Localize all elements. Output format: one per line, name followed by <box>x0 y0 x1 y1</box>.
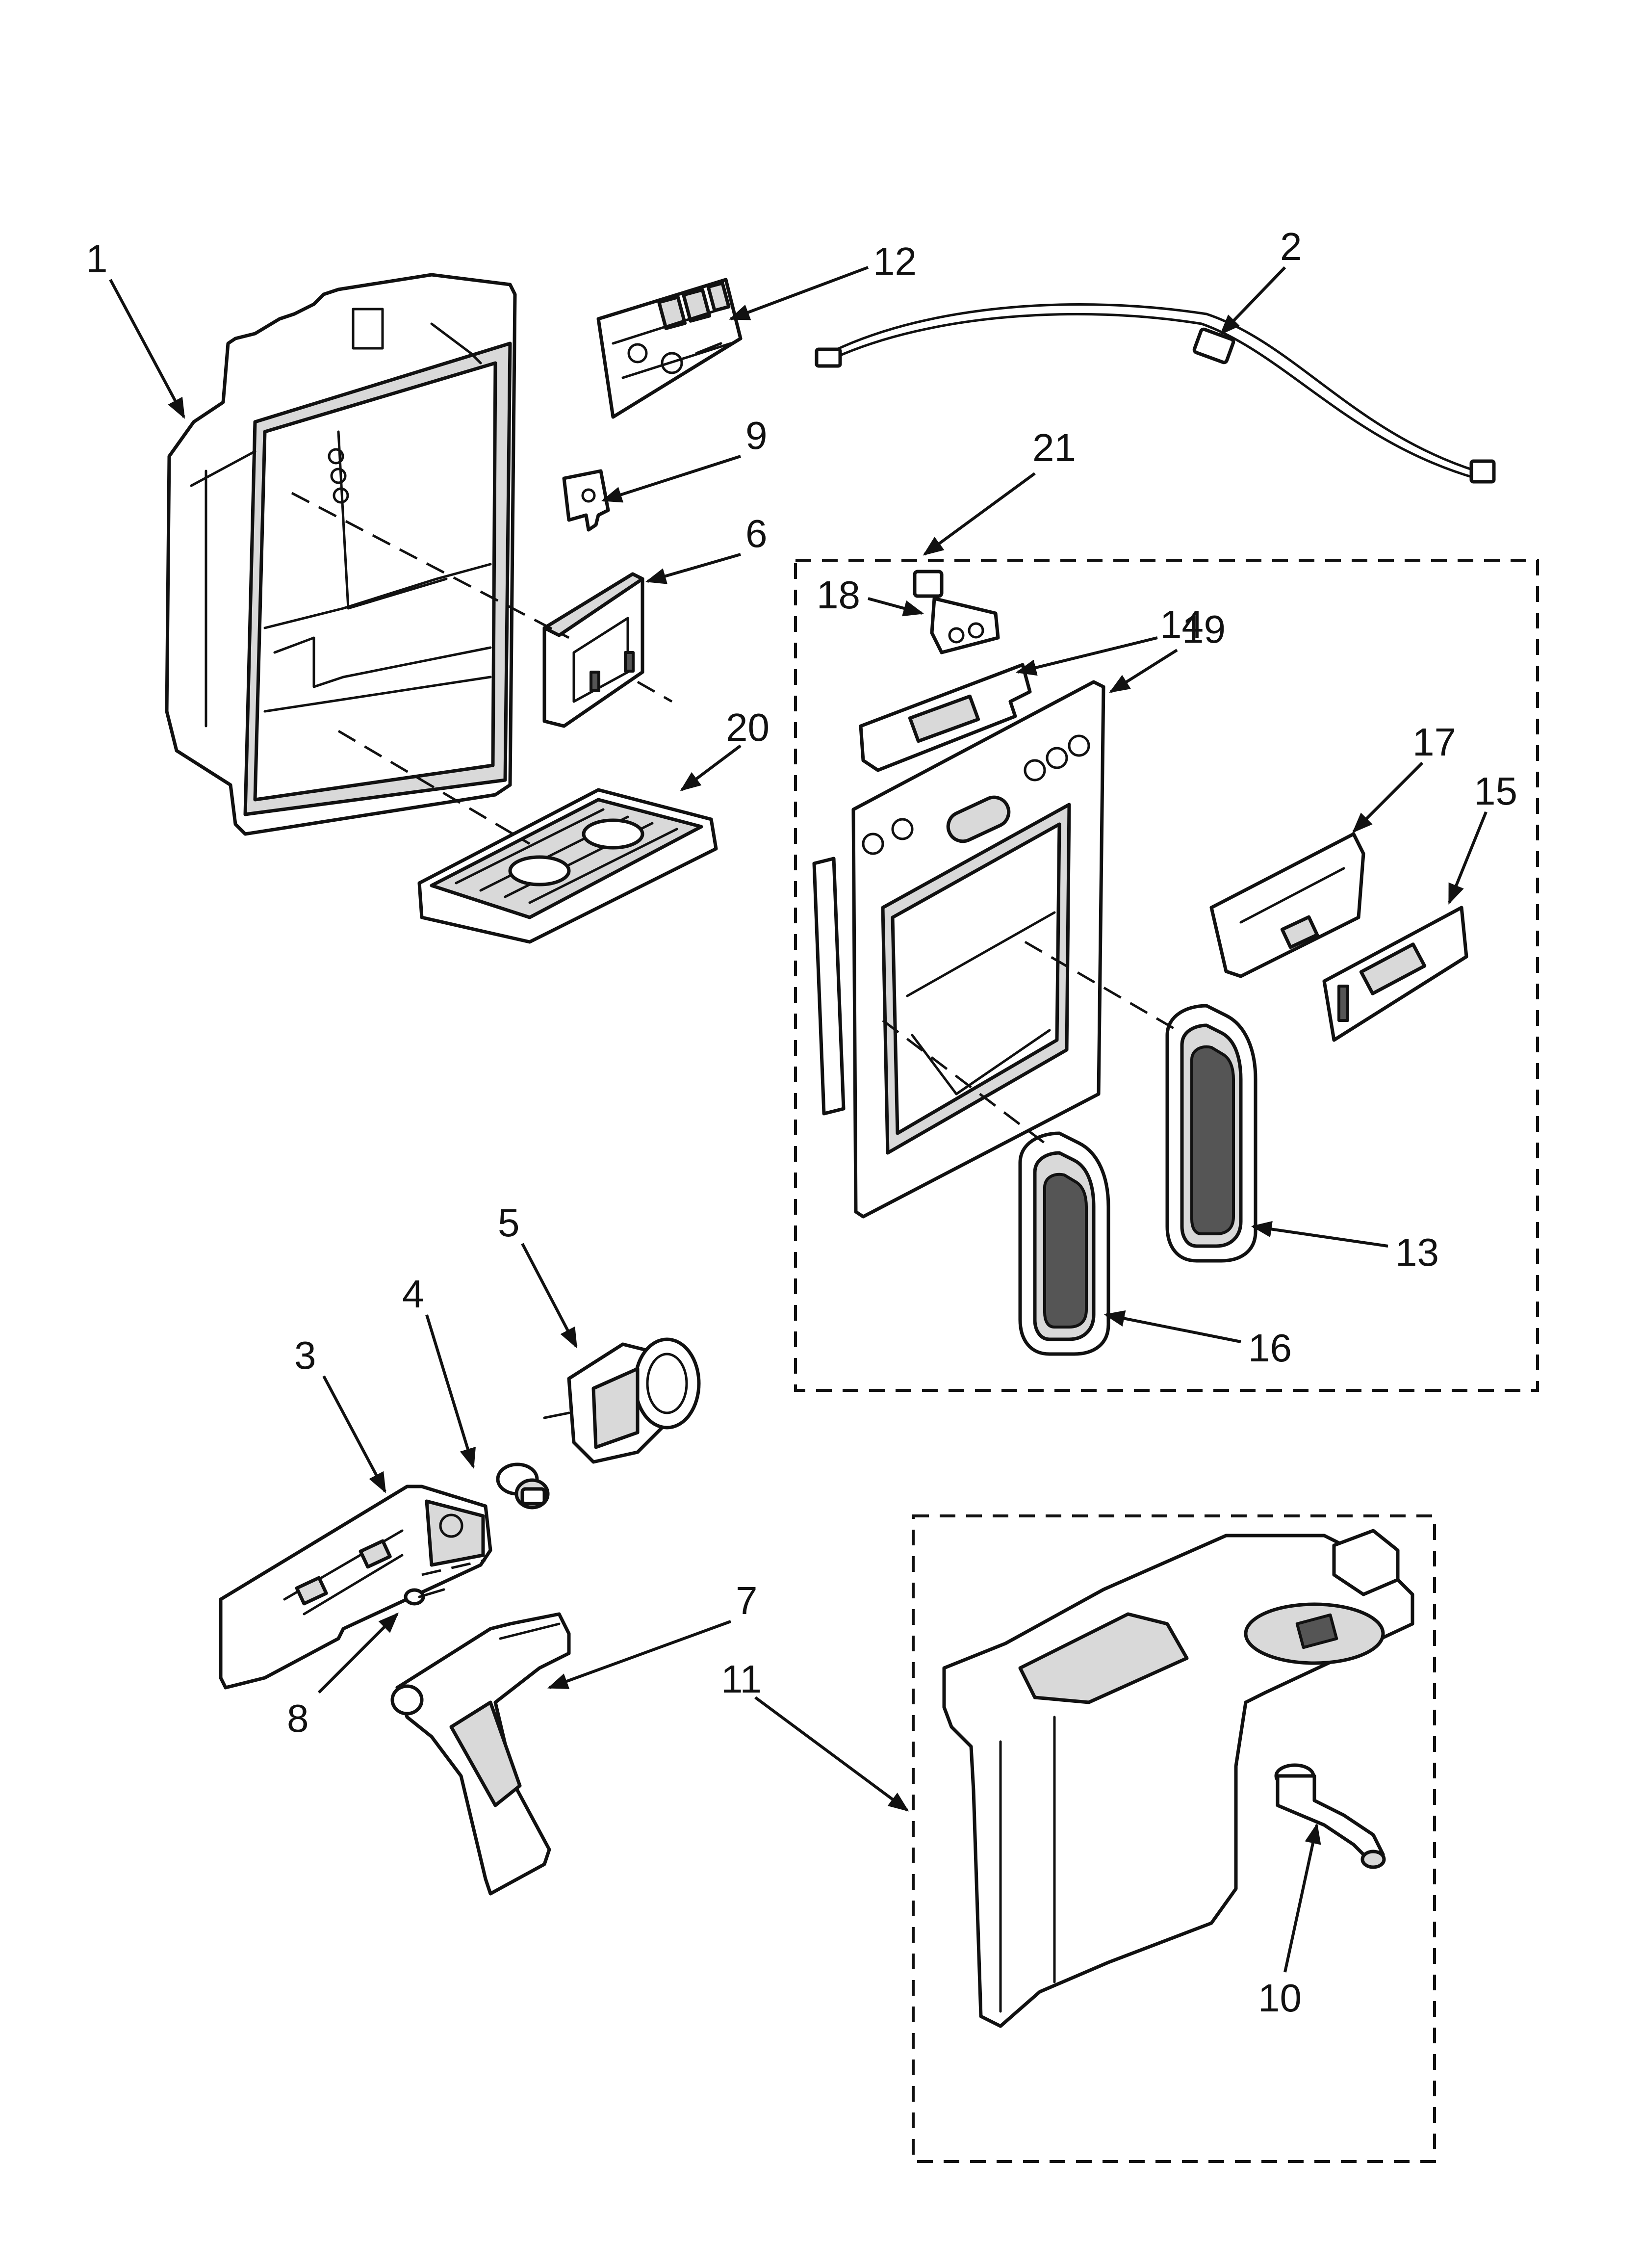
part-3-actuator-bracket <box>219 1485 492 1690</box>
leader-6 <box>645 553 741 584</box>
guide-line <box>637 680 673 703</box>
leader-9 <box>601 455 741 503</box>
part-17-interface-board <box>1209 832 1365 978</box>
leader-8 <box>317 1613 399 1694</box>
part-8-screw <box>404 1588 445 1606</box>
part-9-bracket <box>562 469 610 532</box>
part-16-paddle <box>1018 1131 1110 1356</box>
part-2-wire-harness <box>815 303 1496 484</box>
leader-16 <box>1103 1310 1241 1343</box>
callout-19: 19 <box>1182 607 1226 651</box>
part-10-water-fitting <box>1274 1763 1386 1869</box>
callout-20: 20 <box>726 705 770 749</box>
assembly-box-21 <box>794 559 1539 1392</box>
leader-20 <box>680 744 742 791</box>
leader-12 <box>729 266 869 320</box>
part-5-motor <box>543 1337 701 1464</box>
leader-21 <box>923 472 1036 556</box>
callout-10: 10 <box>1258 1976 1302 2020</box>
part-4-cam <box>496 1462 550 1510</box>
callout-14: 14 <box>1160 602 1204 646</box>
callout-15: 15 <box>1474 769 1517 813</box>
callout-13: 13 <box>1395 1230 1439 1274</box>
leader-11 <box>754 1696 909 1812</box>
leader-19 <box>1109 649 1178 693</box>
callout-4: 4 <box>402 1272 424 1316</box>
leader-5 <box>521 1243 578 1349</box>
guide-line <box>291 492 570 639</box>
leader-13 <box>1251 1221 1388 1248</box>
leader-17 <box>1352 761 1424 833</box>
leader-2 <box>1220 266 1286 336</box>
leader-3 <box>322 1375 386 1493</box>
leader-18 <box>868 597 924 617</box>
callout-2: 2 <box>1280 225 1302 268</box>
part-20-drip-tray <box>417 788 718 944</box>
callout-1: 1 <box>86 237 108 281</box>
callout-7: 7 <box>736 1579 758 1622</box>
part-7-lever <box>390 1612 571 1896</box>
leader-15 <box>1448 811 1488 905</box>
leader-14 <box>1015 636 1158 676</box>
guide-line <box>882 1019 1046 1144</box>
callout-21: 21 <box>1032 426 1076 469</box>
callout-5: 5 <box>498 1201 520 1245</box>
part-13-paddle <box>1165 1004 1257 1263</box>
callout-12: 12 <box>873 239 917 283</box>
part-11-ice-chute <box>942 1529 1414 2028</box>
callout-18: 18 <box>817 573 860 617</box>
callout-8: 8 <box>287 1696 309 1740</box>
guide-line <box>337 730 531 845</box>
part-6-switch-module <box>542 572 644 728</box>
part-12-control-board <box>596 278 743 419</box>
callout-9: 9 <box>745 414 768 457</box>
part-1-dispenser-housing <box>165 273 517 836</box>
leader-1 <box>109 279 185 419</box>
leader-10 <box>1283 1823 1321 1973</box>
callout-17: 17 <box>1412 720 1456 764</box>
guide-line <box>421 1559 486 1576</box>
part-19-dispenser-frame <box>812 680 1105 1219</box>
callout-16: 16 <box>1248 1326 1292 1370</box>
leader-7 <box>547 1620 732 1689</box>
leader-4 <box>425 1314 476 1469</box>
callout-11: 11 <box>721 1657 762 1701</box>
part-18-connector <box>913 570 1000 654</box>
part-15-led-board <box>1322 906 1468 1042</box>
callout-6: 6 <box>745 512 768 555</box>
callout-3: 3 <box>294 1333 316 1377</box>
